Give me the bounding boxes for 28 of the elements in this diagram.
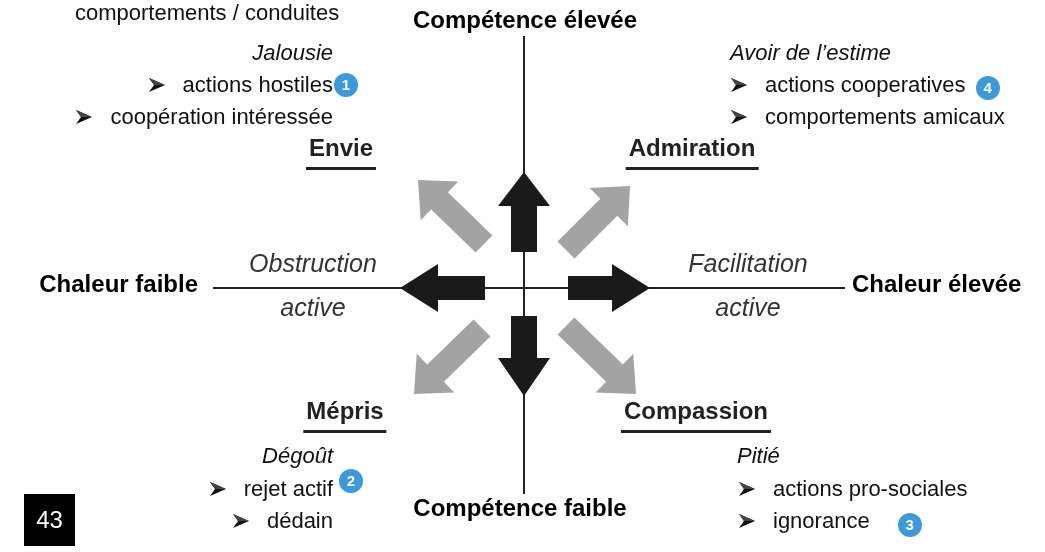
list-item: comportements amicaux [765,104,1005,130]
axis-label: Compétence faible [413,494,627,522]
direction-label: Facilitation active [687,248,809,323]
callout-number: 1 [334,73,358,97]
axis-label: Chaleur faible [39,270,198,298]
quadrant-label: Admiration [625,134,759,170]
list-item: actions hostiles [182,72,333,98]
callout-number: 2 [339,469,363,493]
heading-text: comportements / conduites [75,0,340,26]
list-item: rejet actif [243,476,333,502]
axis-label: Chaleur élevée [852,270,1022,298]
list-item: dédain [266,508,333,534]
list-item: ignorance [773,508,870,534]
axis-label: Compétence élevée [412,6,638,34]
list-item: actions pro-sociales [773,476,968,502]
emotion-subtitle: Pitié [737,443,780,469]
callout-number: 3 [897,513,922,537]
quadrant-label: Mépris [303,397,387,433]
direction-label: Obstruction active [248,248,378,323]
list-item: coopération intéressée [110,104,333,130]
list-item: actions cooperatives [765,72,966,98]
emotion-subtitle: Dégoût [262,443,333,469]
callout-number: 4 [975,76,1000,100]
page-number: 43 [24,494,75,546]
emotion-subtitle: Avoir de l’estime [730,40,891,66]
quadrant-label: Compassion [621,397,771,433]
emotion-subtitle: Jalousie [252,40,333,66]
quadrant-label: Envie [306,134,376,170]
